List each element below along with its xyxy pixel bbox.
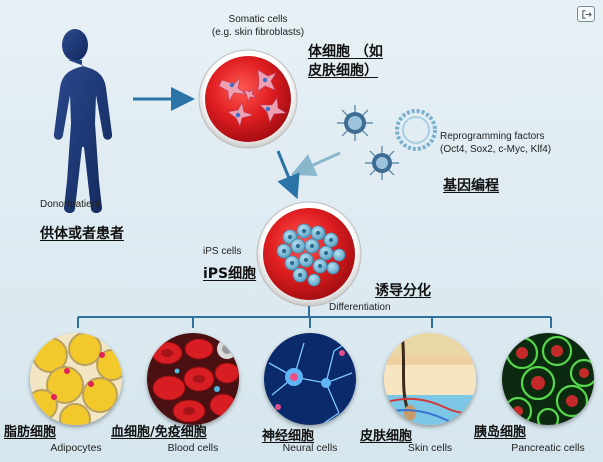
- differentiation-zh: 诱导分化: [375, 283, 431, 299]
- pancreatic-cells-image: [502, 333, 594, 425]
- neural-cells-zh: 神经细胞: [262, 429, 315, 444]
- reprogramming-label-line2: (Oct4, Sox2, c-Myc, Klf4): [440, 143, 552, 155]
- reprogramming-label: Reprogramming factors (Oct4, Sox2, c-Myc…: [440, 131, 551, 156]
- arrow-reprogramming-to-ips: [291, 151, 341, 177]
- virus-icon-1: [337, 105, 373, 141]
- differentiation-label: Differentiation: [329, 302, 391, 313]
- donor-label: Donor/patient: [40, 199, 101, 210]
- reprogramming-label-line1: Reprogramming factors: [440, 131, 545, 142]
- adipocytes-label: Adipocytes: [50, 442, 102, 454]
- virus-icon-2: [365, 146, 399, 180]
- ips-zh: iPS细胞: [203, 266, 257, 282]
- neural-cells-label: Neural cells: [282, 442, 338, 454]
- adipocytes-image: [30, 333, 122, 425]
- pancreatic-cells-zh: 胰岛细胞: [474, 425, 527, 440]
- arrow-somatic-to-ips: [276, 150, 300, 200]
- differentiation-tree: [77, 306, 552, 328]
- blood-cells-zh: 血细胞/免疫细胞: [111, 425, 207, 440]
- neural-cells-image: [264, 333, 356, 425]
- ips-label: iPS cells: [203, 246, 242, 257]
- adipocytes-zh: 脂肪细胞: [4, 425, 57, 440]
- human-figure-icon: [53, 29, 113, 214]
- skin-cells-label: Skin cells: [407, 442, 453, 454]
- skin-cells-image: [384, 333, 476, 425]
- somatic-label-line1: Somatic cells: [228, 14, 288, 25]
- reprogramming-zh: 基因编程: [443, 178, 499, 194]
- dna-ring-icon: [395, 109, 437, 151]
- exit-button[interactable]: [577, 6, 595, 22]
- somatic-zh-line2: 皮肤细胞）: [308, 63, 378, 79]
- blood-cells-label: Blood cells: [167, 442, 219, 454]
- pancreatic-cells-label: Pancreatic cells: [511, 442, 585, 454]
- somatic-label-line2: (e.g. skin fibroblasts): [211, 26, 305, 38]
- blood-cells-image: [147, 333, 239, 425]
- ips-cells-dish-icon: [256, 201, 362, 307]
- somatic-cells-dish-icon: [198, 49, 298, 149]
- exit-icon: [581, 9, 592, 19]
- donor-zh: 供体或者患者: [40, 226, 124, 242]
- somatic-cells-label: Somatic cells (e.g. skin fibroblasts): [198, 14, 318, 39]
- somatic-zh-line1: 体细胞 （如: [308, 44, 383, 60]
- skin-cells-zh: 皮肤细胞: [360, 429, 413, 444]
